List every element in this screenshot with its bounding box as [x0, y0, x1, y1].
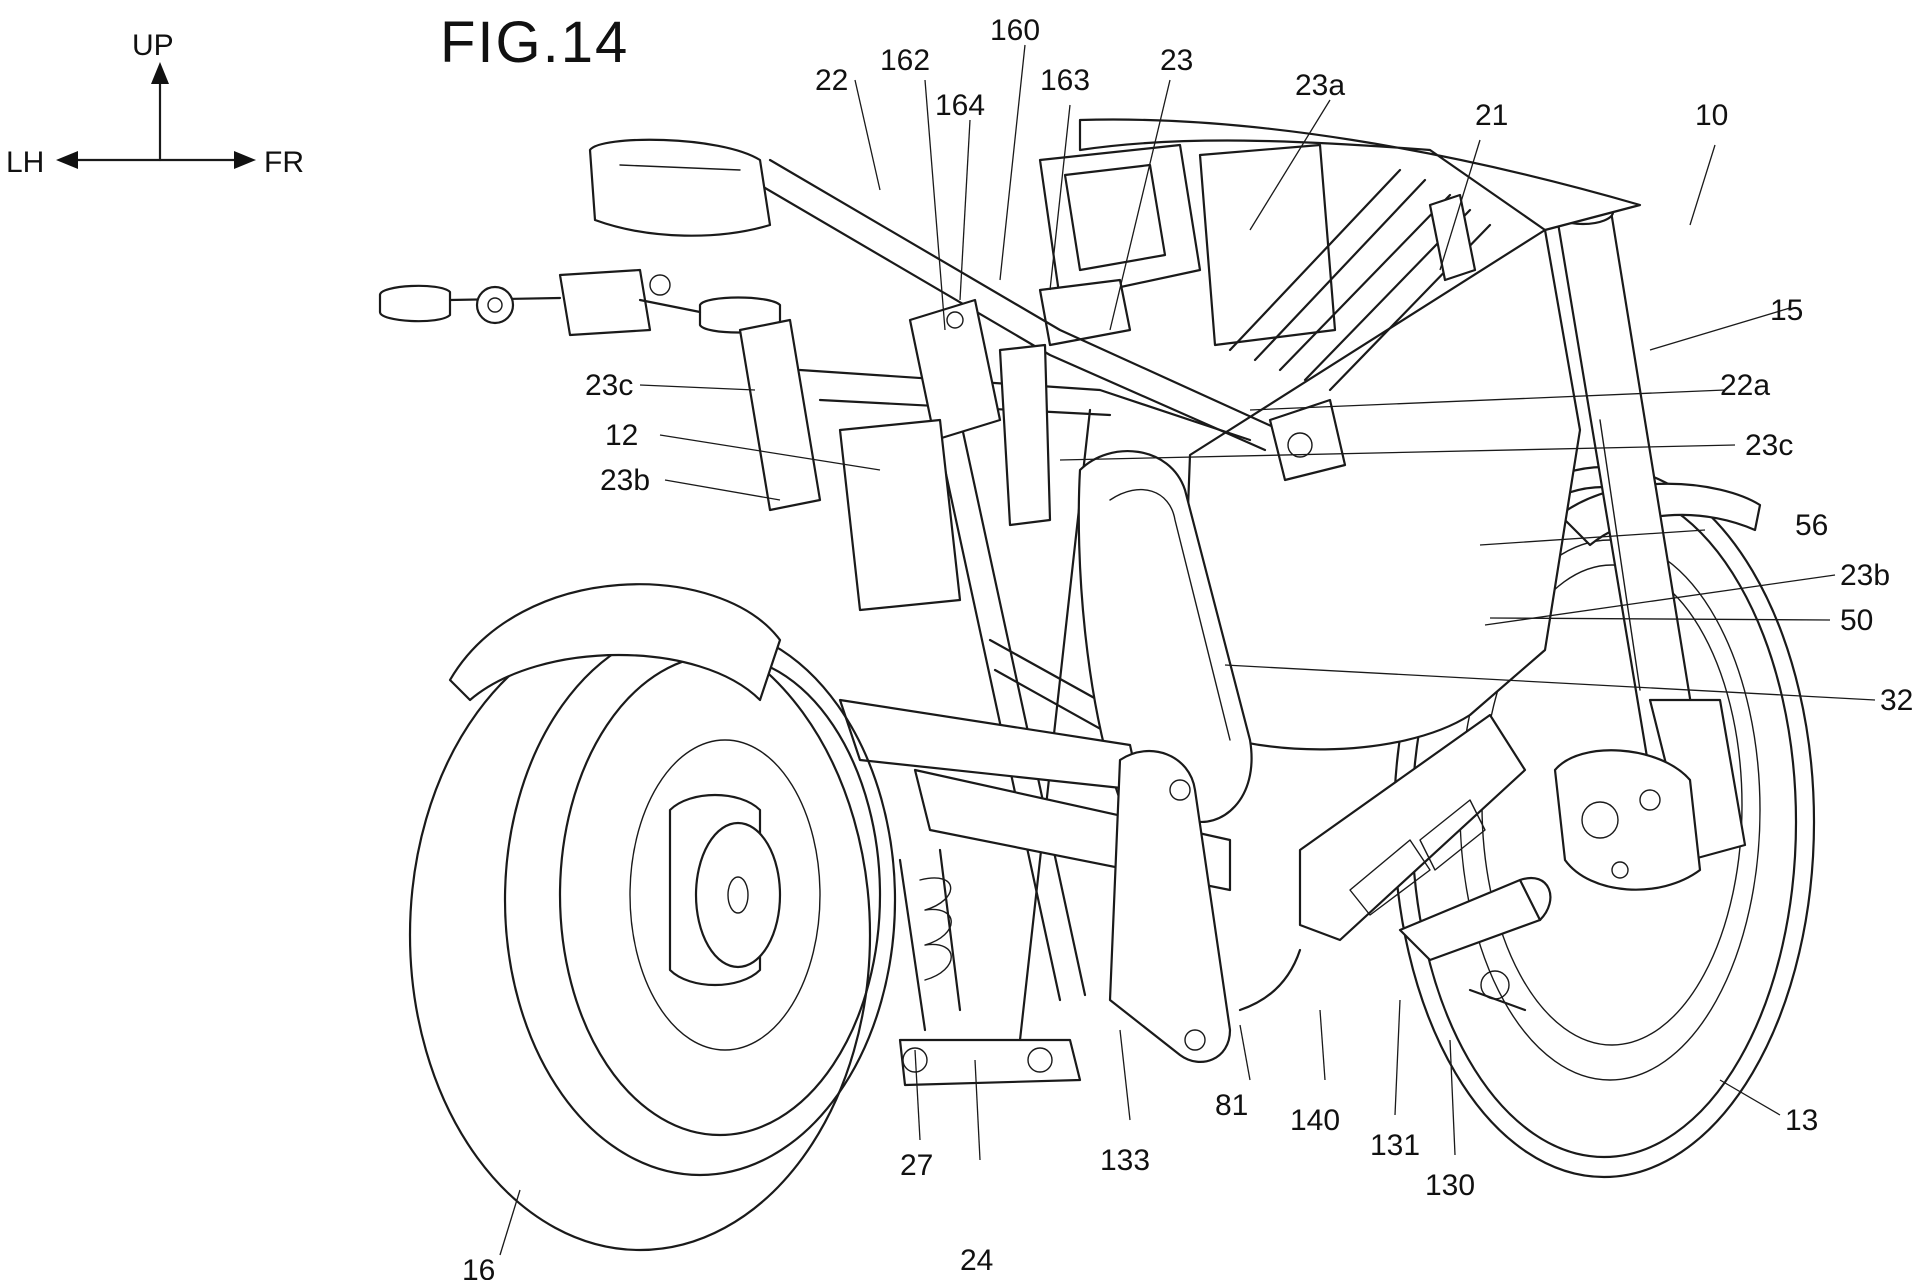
- label-10: 10: [1695, 99, 1728, 132]
- battery-boxes: [1038, 143, 1337, 347]
- label-27: 27: [900, 1149, 933, 1182]
- label-21: 21: [1475, 99, 1508, 132]
- label-23b-right: 23b: [1840, 559, 1890, 592]
- side-stand-assembly: [1238, 713, 1552, 1012]
- label-140: 140: [1290, 1104, 1340, 1137]
- tank-cover: [1078, 118, 1642, 232]
- handlebar-assembly: [378, 138, 822, 512]
- direction-front-label: FR: [264, 146, 304, 179]
- label-32: 32: [1880, 684, 1913, 717]
- label-133: 133: [1100, 1144, 1150, 1177]
- rear-body-cover: [838, 418, 962, 612]
- label-56: 56: [1795, 509, 1828, 542]
- label-23a: 23a: [1295, 69, 1345, 102]
- label-12: 12: [605, 419, 638, 452]
- reference-numerals: 10 15 22a 23c 56 23b 50 32 13 23c 12 23b…: [462, 14, 1913, 1280]
- direction-left-label: LH: [6, 146, 44, 179]
- brake-caliper: [1553, 749, 1702, 891]
- label-81: 81: [1215, 1089, 1248, 1122]
- label-160: 160: [990, 14, 1040, 47]
- label-130: 130: [1425, 1169, 1475, 1202]
- label-22a: 22a: [1720, 369, 1770, 402]
- orientation-arrows: [56, 62, 256, 169]
- label-22: 22: [815, 64, 848, 97]
- label-163: 163: [1040, 64, 1090, 97]
- main-frame: [758, 158, 1347, 1042]
- rear-wheel: [408, 618, 897, 1252]
- leader-lines: [499, 44, 1876, 1256]
- rear-fender: [448, 583, 782, 702]
- label-13: 13: [1785, 1104, 1818, 1137]
- label-15: 15: [1770, 294, 1803, 327]
- label-16: 16: [462, 1254, 495, 1280]
- label-50: 50: [1840, 604, 1873, 637]
- cooling-pipes: [1228, 168, 1492, 392]
- label-24: 24: [960, 1244, 993, 1277]
- figure-title: FIG.14: [440, 10, 629, 75]
- motor-housing: [1077, 450, 1253, 823]
- label-162: 162: [880, 44, 930, 77]
- label-23c-right: 23c: [1745, 429, 1793, 462]
- label-131: 131: [1370, 1129, 1420, 1162]
- label-23: 23: [1160, 44, 1193, 77]
- label-23b-left: 23b: [600, 464, 650, 497]
- link-plate: [1108, 750, 1232, 1063]
- label-23c-left: 23c: [585, 369, 633, 402]
- direction-up-label: UP: [132, 29, 174, 62]
- frame-brackets: [908, 298, 1052, 527]
- label-164: 164: [935, 89, 985, 122]
